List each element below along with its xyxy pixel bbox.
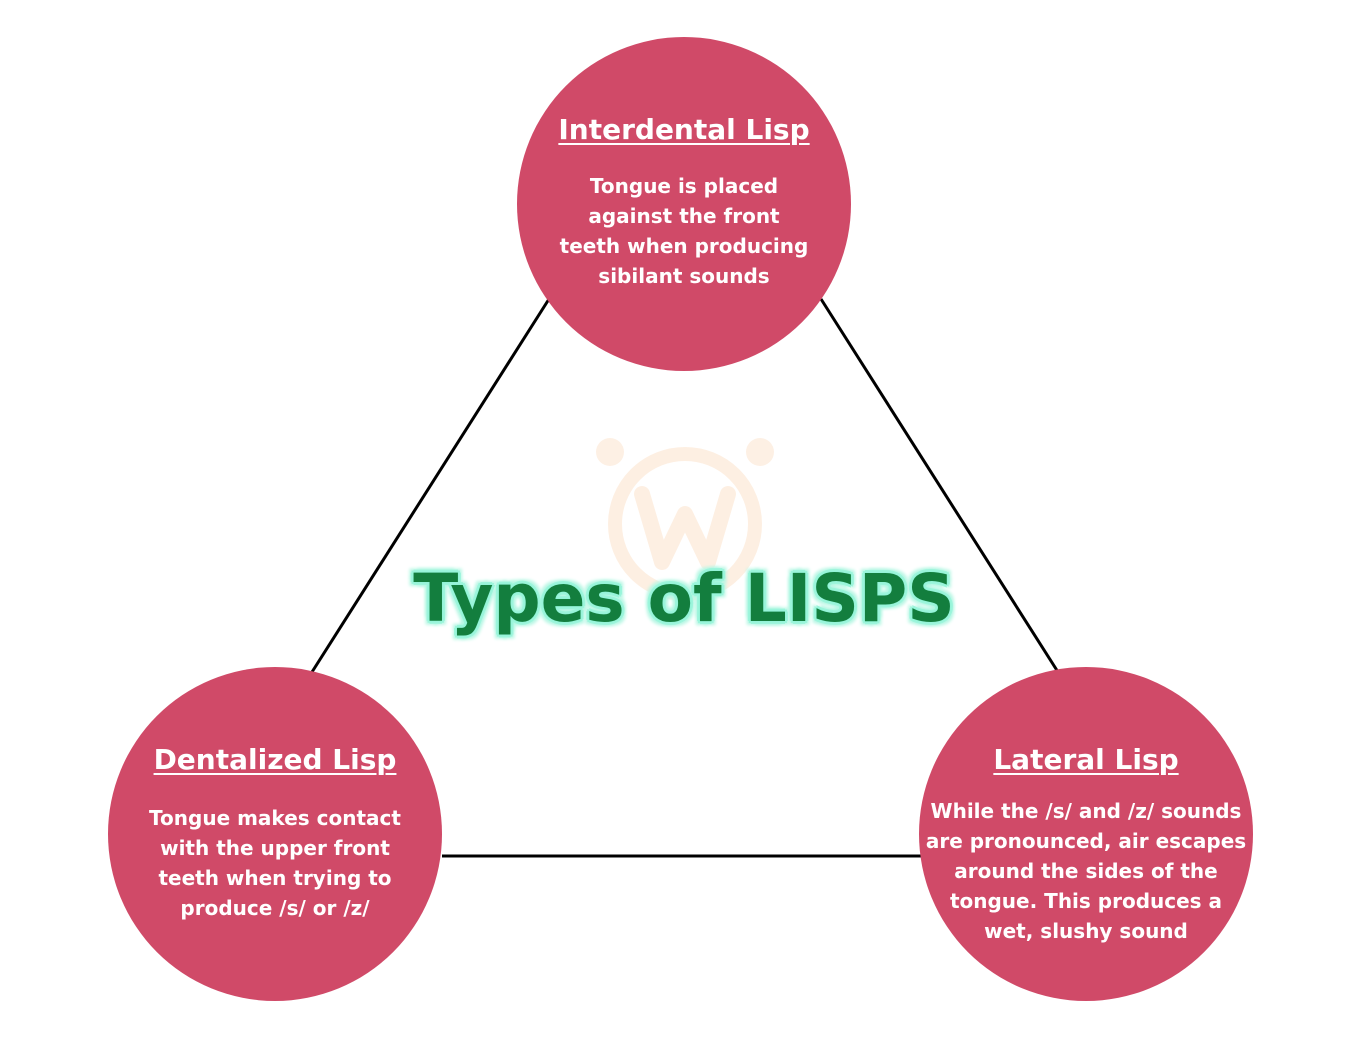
dentalized-lisp-title: Dentalized Lisp	[153, 743, 397, 776]
lateral-lisp-description: While the /s/ and /z/ sounds are pronoun…	[925, 799, 1247, 943]
w-logo-icon	[596, 438, 774, 601]
dentalized-lisp-description: Tongue makes contact with the upper fron…	[149, 806, 401, 920]
connector-top-left	[310, 298, 551, 673]
diagram-title: Types of LISPS	[413, 560, 955, 637]
connector-top-right	[819, 298, 1060, 673]
interdental-lisp-node: Interdental Lisp Tongue is placed agains…	[517, 37, 851, 371]
lateral-lisp-node: Lateral Lisp While the /s/ and /z/ sound…	[919, 667, 1253, 1001]
dentalized-lisp-node: Dentalized Lisp Tongue makes contact wit…	[108, 667, 442, 1001]
interdental-lisp-title: Interdental Lisp	[558, 113, 810, 146]
interdental-lisp-description: Tongue is placed against the front teeth…	[559, 174, 809, 288]
lateral-lisp-title: Lateral Lisp	[993, 743, 1179, 776]
